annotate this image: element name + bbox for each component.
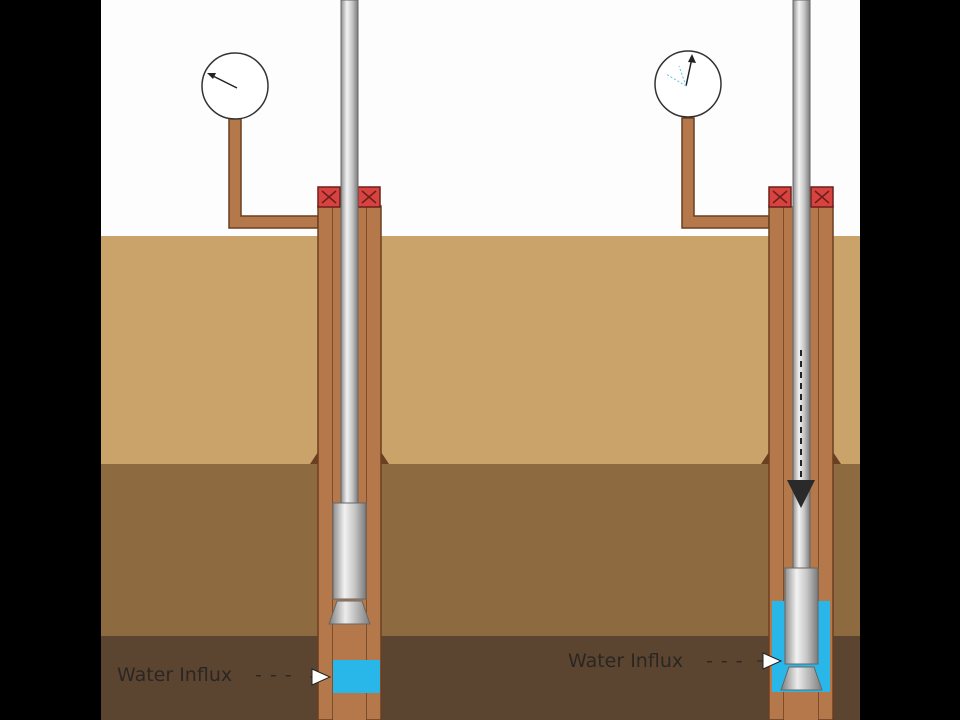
middle-soil-layer	[101, 464, 860, 636]
left-casing-wall-left	[317, 205, 334, 720]
left-pressure-gauge-icon	[201, 52, 269, 120]
right-influx-arrow-icon	[762, 652, 783, 670]
left-casing-wall-right	[365, 205, 382, 720]
sky	[101, 0, 860, 236]
left-water-influx-dashes: - - -	[255, 664, 293, 686]
right-seal-right	[810, 186, 834, 208]
right-flow-arrow-icon	[787, 480, 815, 508]
left-water-influx-label: Water Influx	[117, 664, 232, 686]
left-drill-collar	[332, 502, 367, 600]
left-drill-bit	[328, 600, 371, 625]
right-collar-left	[761, 452, 769, 464]
upper-soil-layer	[101, 236, 860, 464]
left-seal-left	[317, 186, 341, 208]
left-collar-left	[310, 452, 318, 464]
left-influx-arrow-icon	[311, 668, 332, 686]
right-drill-collar	[784, 567, 819, 665]
left-collar-right	[381, 452, 389, 464]
right-drill-bit	[780, 666, 823, 691]
left-drill-pipe	[340, 0, 359, 506]
right-water-influx-label: Water Influx	[568, 650, 683, 672]
right-seal-left	[768, 186, 792, 208]
right-collar-right	[833, 452, 841, 464]
right-pressure-gauge-icon	[654, 50, 722, 118]
left-water-influx	[333, 660, 380, 693]
left-well: Water Influx - - -	[117, 0, 389, 720]
right-well: Water Influx - - -	[568, 0, 841, 720]
right-water-influx-dashes: - - -	[706, 650, 744, 672]
left-seal-right	[357, 186, 381, 208]
lower-soil-layer	[101, 636, 860, 720]
